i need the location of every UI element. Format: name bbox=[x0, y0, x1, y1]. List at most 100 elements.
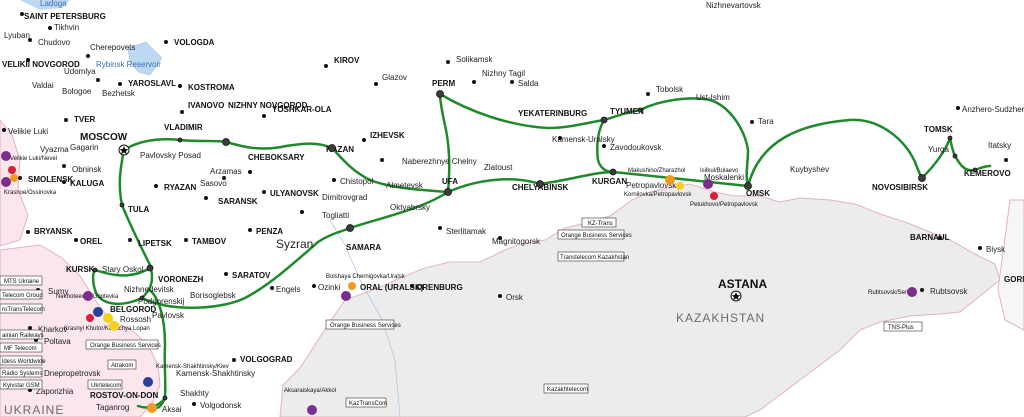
label-ozinki: Ozinki bbox=[318, 283, 340, 292]
label-kaluga: KALUGA bbox=[70, 179, 104, 188]
box-mf-telecom: MF Telecom bbox=[4, 346, 37, 352]
operator-marker-icon bbox=[109, 321, 119, 331]
black-dot-icon bbox=[48, 26, 52, 30]
box-ukrtelecom: Ukrtelecom bbox=[91, 383, 121, 389]
black-dot-icon bbox=[324, 64, 328, 68]
label-pair-belgorod: Krasnyi Khutor/Kazachya Lopan bbox=[64, 326, 150, 332]
box-telecom-group: Telecom Group bbox=[2, 293, 43, 299]
black-dot-icon bbox=[380, 158, 384, 162]
river bbox=[329, 219, 401, 417]
label-anzhero: Anzhero-Sudzhensk bbox=[962, 105, 1024, 114]
label-pavlovsk: Pavlovsk bbox=[152, 311, 185, 320]
black-dot-icon bbox=[510, 80, 514, 84]
label-velikie-luki: Velikie Luki bbox=[8, 127, 48, 136]
black-dot-icon bbox=[180, 110, 184, 114]
label-tobolsk: Tobolsk bbox=[656, 85, 684, 94]
black-dot-icon bbox=[602, 144, 606, 148]
black-dot-icon bbox=[248, 170, 252, 174]
black-dot-icon bbox=[62, 164, 66, 168]
black-dot-icon bbox=[164, 40, 168, 44]
label-pair-petukhovo: Petukhovo/Petropavlovsk bbox=[690, 202, 759, 208]
label-tyumen: TYUMEN bbox=[610, 107, 644, 116]
black-dot-icon bbox=[96, 78, 100, 82]
label-aksai: Aksai bbox=[162, 405, 182, 414]
black-dot-icon bbox=[920, 288, 924, 292]
black-dot-icon bbox=[62, 180, 66, 184]
black-dot-icon bbox=[26, 58, 30, 62]
rybinsk-reservoir bbox=[127, 41, 163, 76]
black-dot-icon bbox=[204, 196, 208, 200]
box-atrakom: Atrakom bbox=[111, 363, 133, 369]
operator-marker-icon bbox=[93, 307, 103, 317]
label-shakhty: Shakhty bbox=[180, 389, 209, 398]
label-zlatoust: Zlatoust bbox=[484, 163, 513, 172]
label-saransk: SARANSK bbox=[218, 197, 258, 206]
hub-circle-icon bbox=[328, 144, 336, 152]
label-petropavlovsk: Petropavlovsk bbox=[626, 181, 677, 190]
box-datagroup: ldess Worldwide bbox=[2, 359, 46, 365]
label-kostroma: KOSTROMA bbox=[188, 83, 235, 92]
label-pair-isilkul: Isilkul/Bulaevo bbox=[700, 168, 739, 174]
label-kamensk: Kamensk-Uralsky bbox=[552, 135, 615, 144]
label-taganrog: Taganrog bbox=[96, 403, 129, 412]
label-tara: Tara bbox=[758, 117, 774, 126]
box-tns-plus: TNS-Plus bbox=[888, 325, 914, 331]
label-nizhny-novgorod: NIZHNY NOVGOROD bbox=[228, 101, 308, 110]
ladoga-lake bbox=[20, 0, 70, 10]
black-dot-icon bbox=[978, 246, 982, 250]
label-pair-rostov: Kamensk-Shakhtinsky/Kiev bbox=[156, 364, 229, 370]
label-cheboksary: CHEBOKSARY bbox=[248, 153, 305, 162]
label-vyazma: Vyazma bbox=[40, 145, 69, 154]
label-pair-nevel: Velikie Luki/Nevel bbox=[10, 156, 57, 162]
black-dot-icon bbox=[28, 326, 32, 330]
label-vladimir: VLADIMIR bbox=[164, 123, 203, 132]
label-gagarin: Gagarin bbox=[70, 143, 98, 152]
label-cherepovets: Cherepovets bbox=[90, 43, 135, 52]
label-yekaterinburg: YEKATERINBURG bbox=[518, 109, 587, 118]
label-kursk: KURSK bbox=[66, 265, 95, 274]
operator-marker-icon bbox=[907, 287, 917, 297]
operator-marker-icon bbox=[1, 177, 11, 187]
star-icon bbox=[118, 144, 130, 156]
black-dot-icon bbox=[18, 176, 22, 180]
label-dimitrovgrad: Dimitrovgrad bbox=[322, 193, 367, 202]
label-dnepropetrovsk: Dnepropetrovsk bbox=[44, 369, 101, 378]
hub-nodes bbox=[92, 90, 978, 401]
black-dot-icon bbox=[26, 230, 30, 234]
label-yaroslavl: YAROSLAVL bbox=[128, 79, 176, 88]
label-saratov: SARATOV bbox=[232, 271, 271, 280]
black-dot-icon bbox=[262, 190, 266, 194]
hub-circle-icon bbox=[744, 182, 752, 190]
label-ufa: UFA bbox=[442, 177, 458, 186]
label-samara: SAMARA bbox=[346, 243, 381, 252]
box-kazakhtelecom: Kazakhtelecom bbox=[547, 387, 588, 393]
label-belgorod: BELGOROD bbox=[110, 305, 156, 314]
label-syzran: Syzran bbox=[276, 237, 313, 251]
black-dot-icon bbox=[224, 272, 228, 276]
label-pair-makushino: Makushino/Zharazhol bbox=[628, 168, 685, 174]
hub-circle-icon bbox=[637, 107, 643, 113]
operator-marker-icon bbox=[665, 175, 675, 185]
label-rostov: ROSTOV-ON-DON bbox=[90, 391, 159, 400]
hub-circle-icon bbox=[146, 264, 154, 272]
label-biysk: Biysk bbox=[986, 245, 1006, 254]
box-orange-1: Orange Business Services bbox=[561, 233, 632, 239]
label-oral: ORAL (URALSK) bbox=[360, 283, 424, 292]
label-togliatti: Togliatti bbox=[322, 211, 349, 220]
label-sterlitamak: Sterlitamak bbox=[446, 227, 487, 236]
label-arzamas: Arzamas bbox=[210, 167, 242, 176]
box-kaztranscom: KazTransCom bbox=[349, 401, 387, 407]
black-dot-icon bbox=[750, 120, 754, 124]
black-dot-icon bbox=[300, 210, 304, 214]
black-dot-icon bbox=[956, 106, 960, 110]
label-tula: TULA bbox=[128, 205, 150, 214]
label-kamensk-shakhtinsky: Kamensk-Shakhtinsky bbox=[176, 369, 255, 378]
label-pair-kornilovka: Kornilovka/Petropavlovsk bbox=[624, 192, 692, 198]
label-pair-aksarai: Aksaraiskaya/Akkol bbox=[284, 388, 336, 394]
label-nizhnevartovsk: Nizhnevartovsk bbox=[706, 1, 762, 10]
label-pair-rubtsovsk: Rubtsovsk/Semey bbox=[868, 290, 916, 296]
black-dot-icon bbox=[118, 82, 122, 86]
label-ryazan: RYAZAN bbox=[164, 183, 197, 192]
black-dot-icon bbox=[154, 184, 158, 188]
hub-circle-icon bbox=[436, 90, 444, 98]
